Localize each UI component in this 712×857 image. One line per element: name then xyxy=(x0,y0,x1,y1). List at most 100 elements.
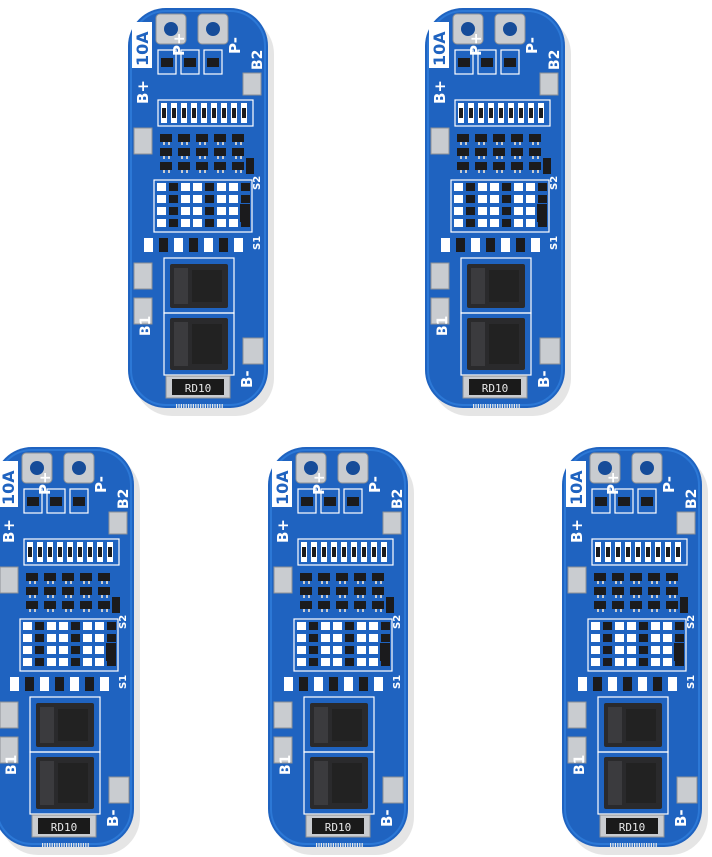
pad-b2 xyxy=(382,511,402,535)
mosfet-lower xyxy=(597,751,669,815)
output-pads xyxy=(295,452,369,484)
bms-board-bottom-right: P+ P- B2 10A B+ S2 S1 xyxy=(562,447,712,857)
pcb-edge-serration xyxy=(610,843,657,847)
pad-b-minus xyxy=(108,776,130,804)
output-pads xyxy=(589,452,663,484)
pad-b2 xyxy=(539,72,559,96)
output-pads xyxy=(21,452,95,484)
label-s2: S2 xyxy=(686,615,697,629)
current-badge xyxy=(566,461,586,507)
pad-b1-upper xyxy=(0,701,19,729)
label-p-minus: P- xyxy=(366,476,384,493)
pad-b1 xyxy=(0,736,19,764)
mosfet-upper xyxy=(303,696,375,753)
label-p-plus: P+ xyxy=(170,32,188,56)
label-current: 10A xyxy=(273,470,292,505)
pad-b1 xyxy=(430,297,450,325)
label-p-minus: P- xyxy=(660,476,678,493)
pcb-edge-serration xyxy=(473,404,520,408)
pad-b-minus xyxy=(676,776,698,804)
label-p-minus: P- xyxy=(523,37,541,54)
pad-b-minus xyxy=(242,337,264,365)
shunt-resistor: RD10 xyxy=(305,814,371,838)
mosfet-lower xyxy=(163,312,235,376)
label-b-minus: B- xyxy=(535,370,553,388)
label-b-plus: B+ xyxy=(134,80,152,104)
mosfet-upper xyxy=(29,696,101,753)
pad-b1 xyxy=(133,297,153,325)
label-b-minus: B- xyxy=(238,370,256,388)
pad-b-mid xyxy=(133,127,153,155)
label-b1: B1 xyxy=(572,755,588,775)
label-shunt: RD10 xyxy=(185,382,212,395)
label-s1: S1 xyxy=(252,236,263,250)
label-s1: S1 xyxy=(686,675,697,689)
label-p-plus: P+ xyxy=(36,471,54,495)
label-s2: S2 xyxy=(252,176,263,190)
pad-b1-upper xyxy=(567,701,587,729)
label-shunt: RD10 xyxy=(619,821,646,834)
current-badge xyxy=(272,461,292,507)
bms-board-bottom-left: P+ P- B2 10A B+ S2 S1 xyxy=(0,447,144,857)
pad-b-minus xyxy=(382,776,404,804)
current-badge xyxy=(132,22,152,68)
label-b2: B2 xyxy=(547,50,563,70)
shunt-resistor: RD10 xyxy=(165,375,231,399)
label-p-plus: P+ xyxy=(467,32,485,56)
label-p-minus: P- xyxy=(226,37,244,54)
label-b1: B1 xyxy=(278,755,294,775)
label-b2: B2 xyxy=(684,489,700,509)
mosfet-upper xyxy=(460,257,532,314)
label-b1: B1 xyxy=(4,755,20,775)
pad-b-mid xyxy=(0,566,19,594)
mosfet-lower xyxy=(29,751,101,815)
pcb-edge-serration xyxy=(176,404,223,408)
label-s1: S1 xyxy=(549,236,560,250)
label-b-plus: B+ xyxy=(274,519,292,543)
label-shunt: RD10 xyxy=(482,382,509,395)
pad-b-mid xyxy=(567,566,587,594)
bms-board-svg: P+ P- B2 10A B+ S2 S1 xyxy=(425,8,571,416)
label-b-plus: B+ xyxy=(0,519,18,543)
pcb-edge-serration xyxy=(42,843,89,847)
pad-b1-upper xyxy=(430,262,450,290)
shunt-resistor: RD10 xyxy=(462,375,528,399)
label-p-minus: P- xyxy=(92,476,110,493)
label-b-minus: B- xyxy=(672,809,690,827)
label-b2: B2 xyxy=(250,50,266,70)
label-p-plus: P+ xyxy=(310,471,328,495)
shunt-resistor: RD10 xyxy=(599,814,665,838)
pad-b2 xyxy=(676,511,696,535)
mosfet-lower xyxy=(460,312,532,376)
label-b2: B2 xyxy=(390,489,406,509)
pad-b1-upper xyxy=(273,701,293,729)
label-s2: S2 xyxy=(549,176,560,190)
pad-b-mid xyxy=(273,566,293,594)
label-current: 10A xyxy=(0,470,18,505)
label-current: 10A xyxy=(133,31,152,66)
pad-b1 xyxy=(273,736,293,764)
label-b1: B1 xyxy=(138,316,154,336)
shunt-resistor: RD10 xyxy=(31,814,97,838)
label-s2: S2 xyxy=(392,615,403,629)
bms-board-bottom-center: P+ P- B2 10A B+ S2 S1 xyxy=(268,447,418,857)
current-badge xyxy=(429,22,449,68)
bms-board-top-left: P+ P- B2 10A B+ S2 S1 xyxy=(128,8,278,418)
mosfet-upper xyxy=(163,257,235,314)
label-shunt: RD10 xyxy=(51,821,78,834)
bms-board-svg: P+ P- B2 10A B+ S2 S1 xyxy=(0,447,140,855)
pad-b-minus xyxy=(539,337,561,365)
pad-b2 xyxy=(108,511,128,535)
label-b-minus: B- xyxy=(104,809,122,827)
label-s1: S1 xyxy=(118,675,129,689)
label-current: 10A xyxy=(430,31,449,66)
label-s2: S2 xyxy=(118,615,129,629)
output-pads xyxy=(452,13,526,45)
label-b2: B2 xyxy=(116,489,132,509)
current-badge xyxy=(0,461,18,507)
bms-board-top-right: P+ P- B2 10A B+ S2 S1 xyxy=(425,8,575,418)
bms-board-svg: P+ P- B2 10A B+ S2 S1 xyxy=(128,8,274,416)
mosfet-lower xyxy=(303,751,375,815)
pcb-edge-serration xyxy=(316,843,363,847)
